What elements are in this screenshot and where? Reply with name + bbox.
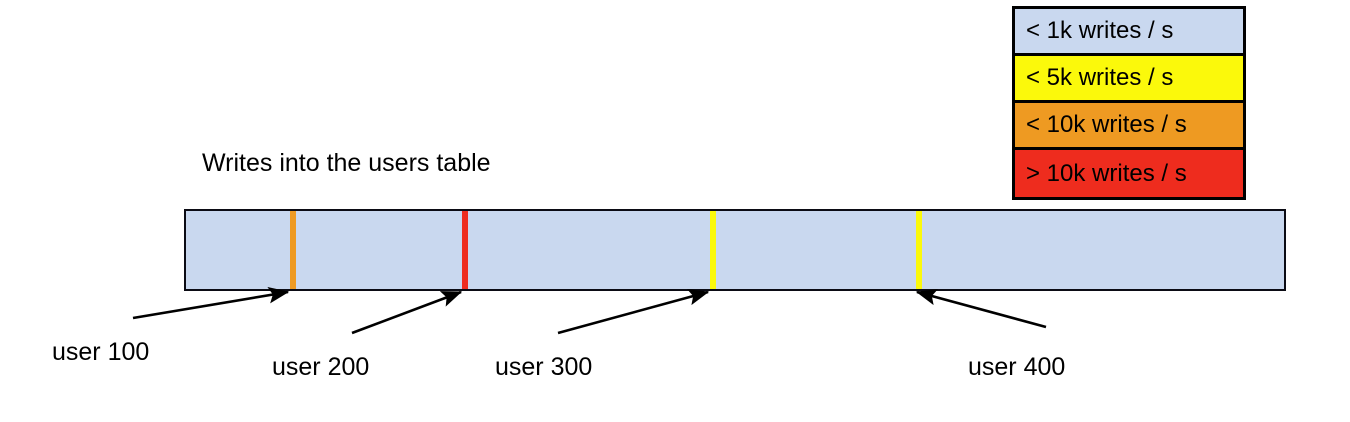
legend-row-under-10k: < 10k writes / s xyxy=(1015,103,1243,150)
callout-label-user-100: user 100 xyxy=(52,338,150,366)
callout-label-user-400: user 400 xyxy=(968,353,1066,381)
arrow-user-200 xyxy=(351,290,463,335)
arrow-user-100 xyxy=(132,287,290,320)
arrow-user-300 xyxy=(557,289,710,335)
legend-row-over-10k: > 10k writes / s xyxy=(1015,150,1243,197)
write-throughput-legend: < 1k writes / s < 5k writes / s < 10k wr… xyxy=(1012,6,1246,200)
legend-label-over-10k: > 10k writes / s xyxy=(1026,159,1187,187)
legend-label-under-10k: < 10k writes / s xyxy=(1026,111,1187,138)
users-table-band xyxy=(184,209,1286,291)
legend-row-under-1k: < 1k writes / s xyxy=(1015,9,1243,56)
legend-label-under-1k: < 1k writes / s xyxy=(1026,17,1174,44)
stripe-user-400 xyxy=(916,211,922,289)
stripe-user-100 xyxy=(290,211,296,289)
callout-label-user-300: user 300 xyxy=(495,353,593,381)
stripe-user-300 xyxy=(710,211,716,289)
callout-label-user-200: user 200 xyxy=(272,353,370,381)
legend-row-under-5k: < 5k writes / s xyxy=(1015,56,1243,103)
legend-label-under-5k: < 5k writes / s xyxy=(1026,64,1174,91)
arrow-user-400 xyxy=(915,289,1047,329)
stripe-user-200 xyxy=(462,211,468,289)
chart-title: Writes into the users table xyxy=(202,149,491,177)
